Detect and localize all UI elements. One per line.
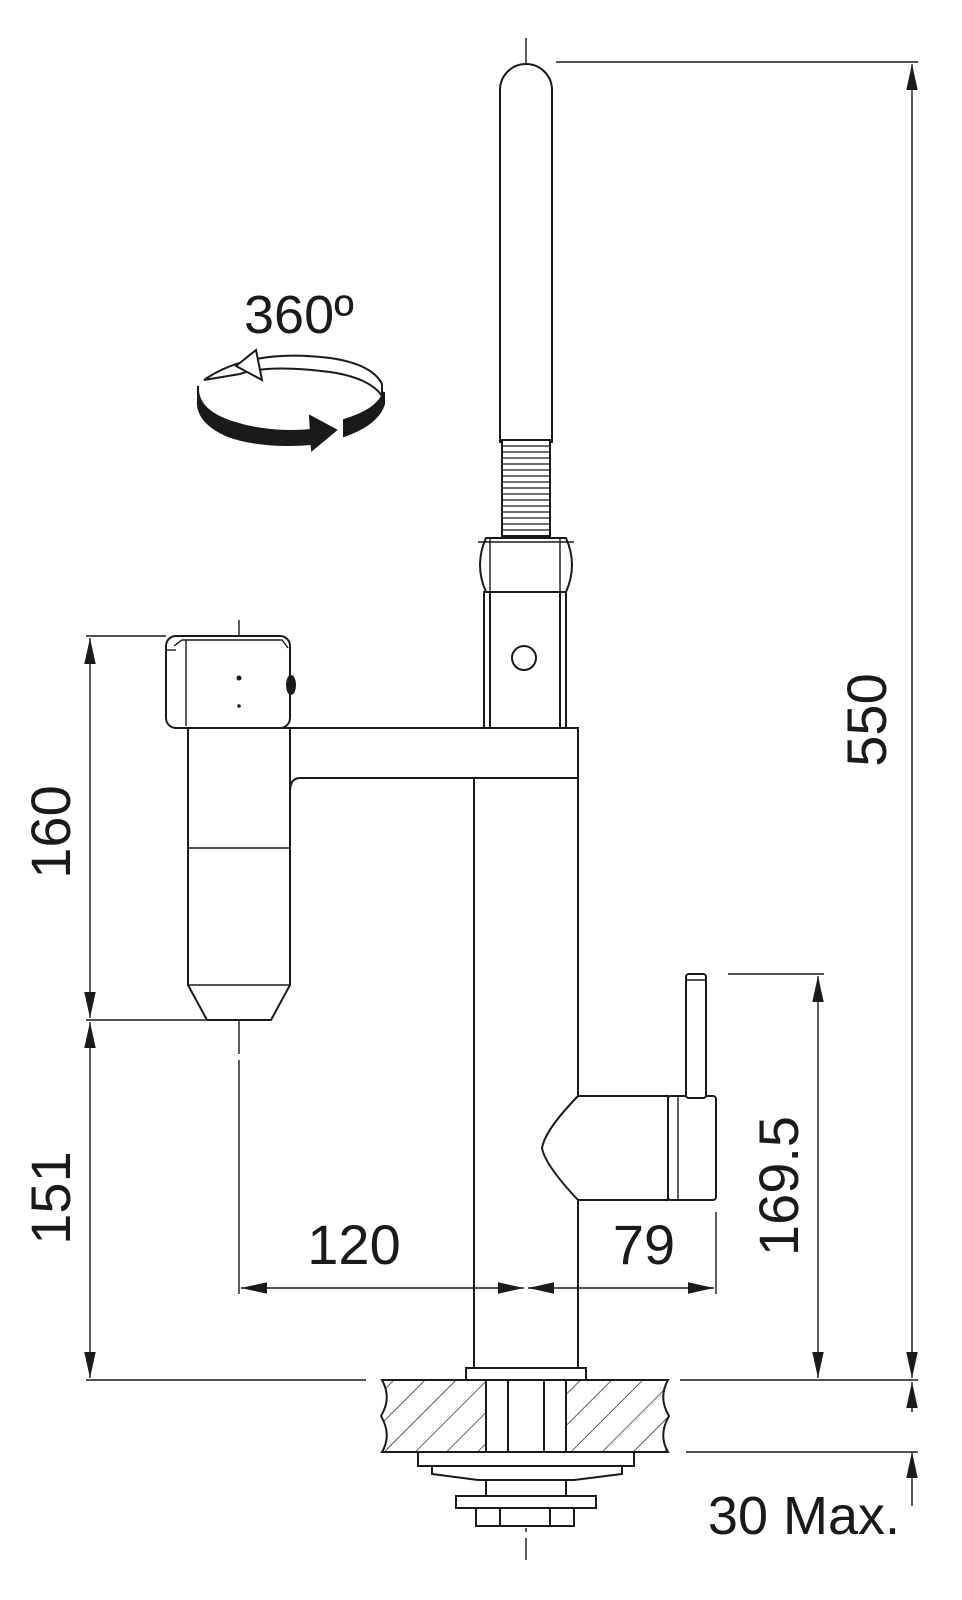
spray-head-body xyxy=(187,727,291,1021)
dim-label-79: 79 xyxy=(613,1213,675,1276)
main-column xyxy=(473,727,579,1369)
connector-base xyxy=(475,1507,575,1527)
mounting-nut xyxy=(455,1495,597,1509)
dim-label-30-max: 30 Max. xyxy=(708,1486,900,1546)
dim-label-550: 550 xyxy=(835,673,898,766)
dim-label-160: 160 xyxy=(19,785,82,878)
rotate-360-icon: 360º xyxy=(196,285,385,453)
holder-screw xyxy=(511,645,537,671)
deck-section xyxy=(379,1379,671,1527)
mounting-washer xyxy=(417,1451,635,1467)
spout-tube xyxy=(499,63,553,443)
mounting-plate xyxy=(431,1465,623,1481)
swivel-collar xyxy=(479,537,573,593)
deck-left xyxy=(379,1379,487,1453)
spray-head-block xyxy=(165,635,291,729)
hose-ribs xyxy=(502,445,550,531)
deck-right xyxy=(565,1379,671,1453)
base-ring xyxy=(465,1367,587,1381)
lever-body xyxy=(540,1095,669,1201)
center-lines xyxy=(238,38,690,1560)
dimension-labels: 550 160 151 169.5 120 79 30 Max. xyxy=(19,673,900,1546)
dim-label-169-5: 169.5 xyxy=(747,1116,810,1256)
dimension-lines xyxy=(84,61,918,1506)
rotation-label: 360º xyxy=(244,285,354,345)
lever-cap xyxy=(667,1095,717,1201)
mounting-stud xyxy=(485,1479,567,1497)
lever-stick xyxy=(685,973,707,1099)
dim-label-151: 151 xyxy=(19,1151,82,1244)
faucet-body xyxy=(165,63,717,1381)
dim-label-120: 120 xyxy=(307,1213,400,1276)
